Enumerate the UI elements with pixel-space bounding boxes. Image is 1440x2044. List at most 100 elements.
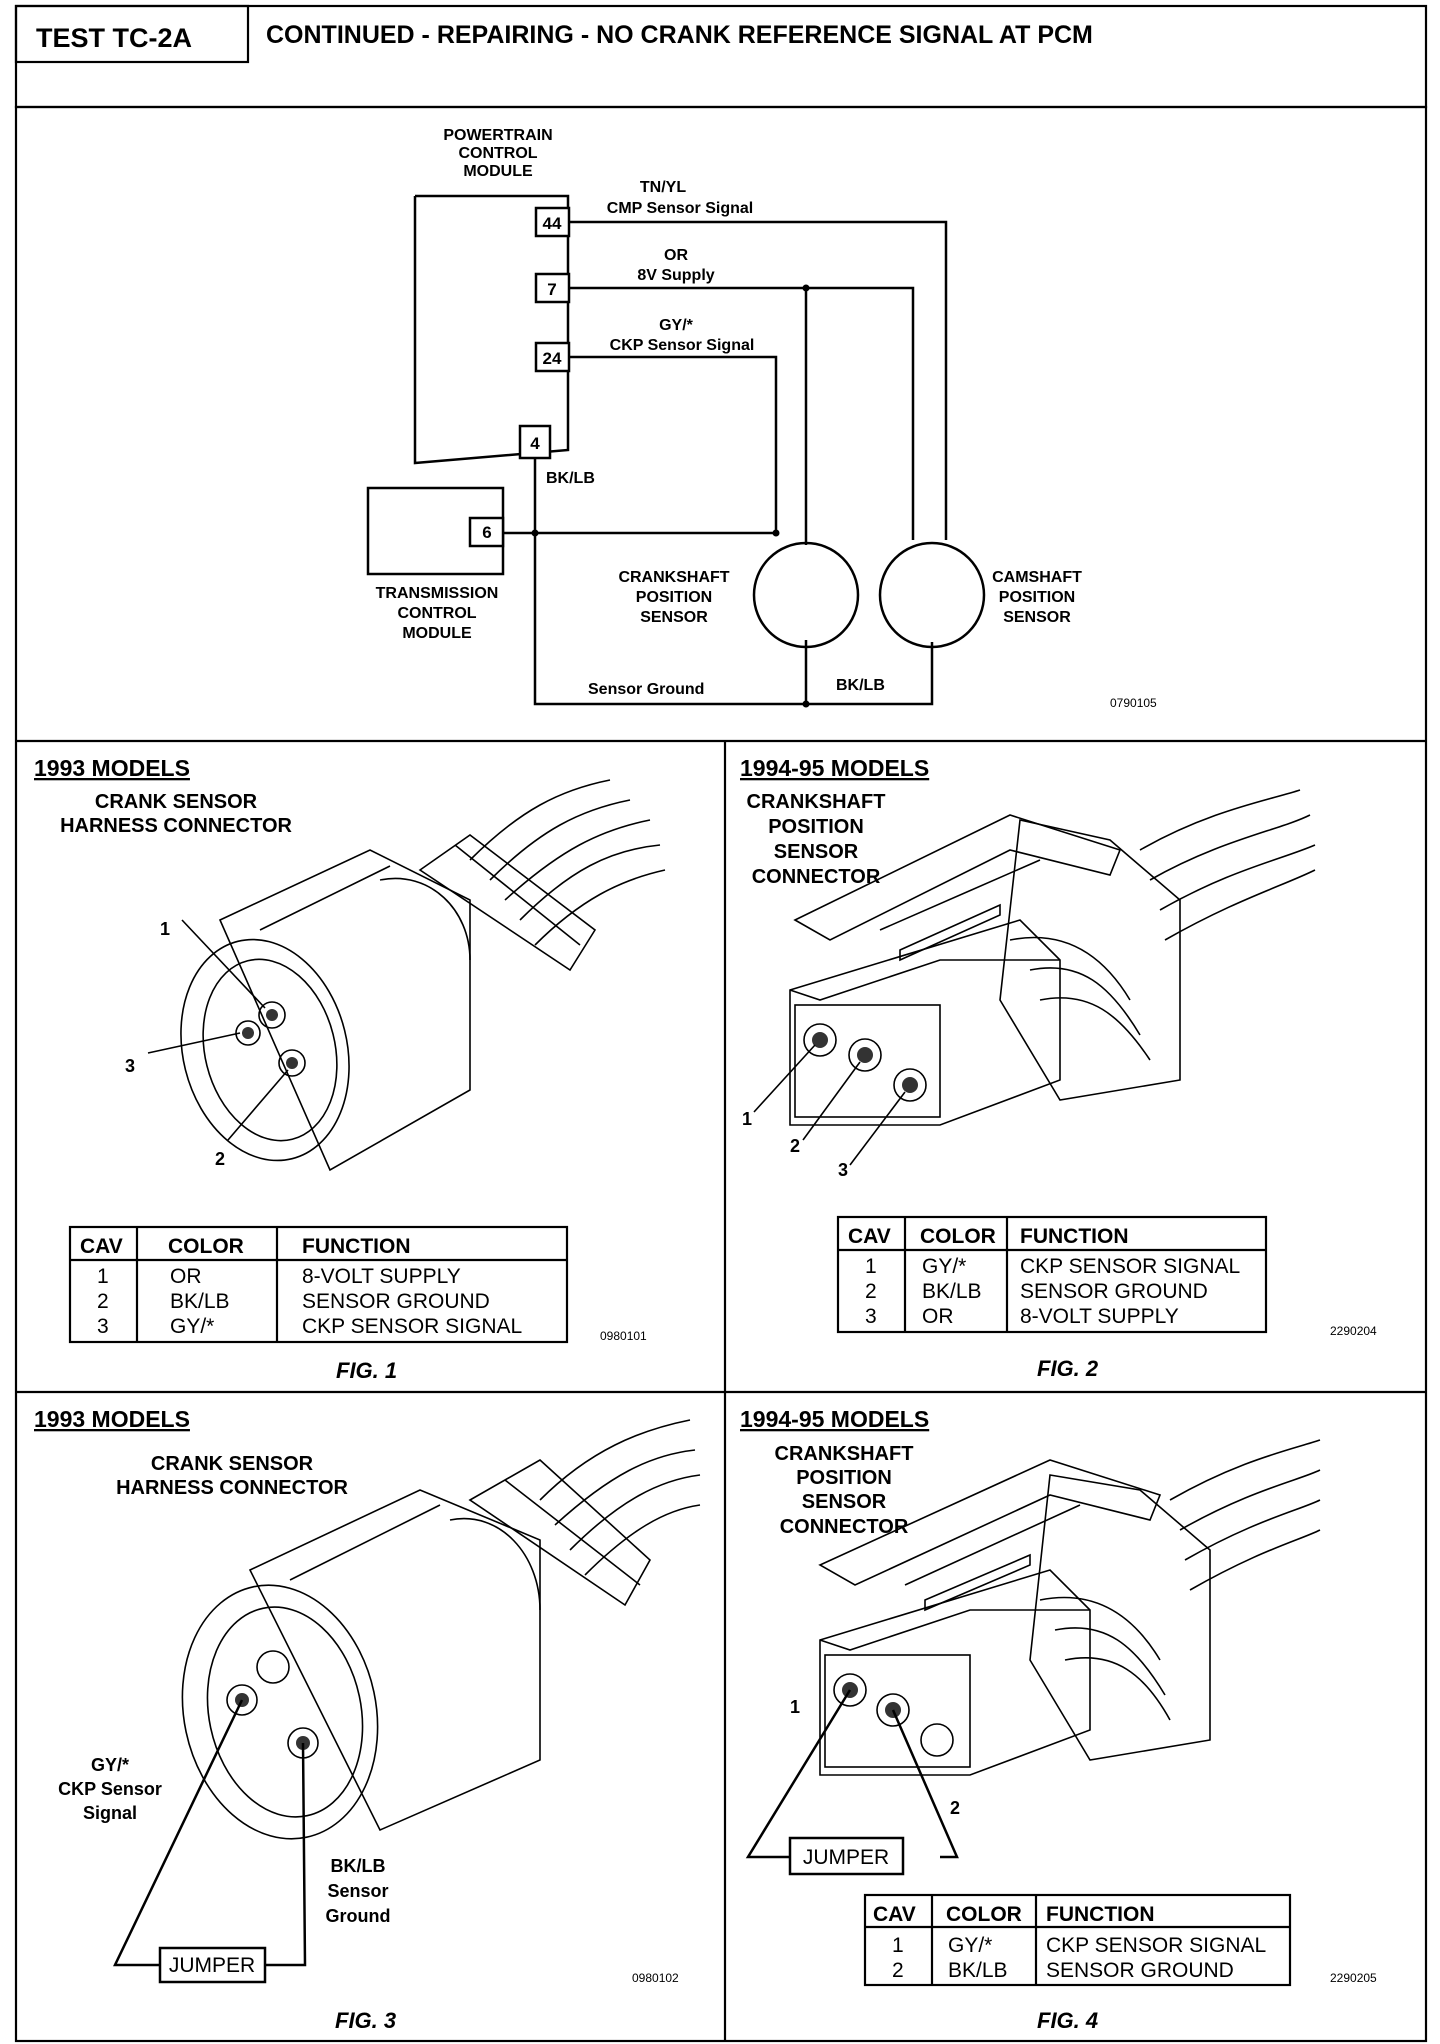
fig2-r1-function: CKP SENSOR SIGNAL bbox=[1020, 1255, 1240, 1278]
pcm-label-3: MODULE bbox=[463, 163, 533, 180]
figure-3: 1993 MODELS CRANK SENSOR HARNESS CONNECT… bbox=[34, 1406, 701, 2033]
fig3-right-label-1: BK/LB bbox=[331, 1856, 386, 1876]
page-title: CONTINUED - REPAIRING - NO CRANK REFEREN… bbox=[266, 21, 1093, 49]
fig1-r3-color: GY/* bbox=[170, 1315, 214, 1338]
tcm-label-3: MODULE bbox=[402, 625, 472, 642]
fig2-caption: FIG. 2 bbox=[1037, 1356, 1099, 1381]
figure-2: 1994-95 MODELS CRANKSHAFT POSITION SENSO… bbox=[740, 755, 1377, 1381]
fig2-subtitle-4: CONNECTOR bbox=[752, 866, 881, 888]
fig2-pin-3: 3 bbox=[838, 1160, 848, 1180]
pin-44: 44 bbox=[543, 214, 562, 233]
fig4-subtitle-3: SENSOR bbox=[802, 1491, 887, 1513]
fig4-jumper-label: JUMPER bbox=[803, 1846, 889, 1869]
fig4-subtitle-4: CONNECTOR bbox=[780, 1516, 909, 1538]
fig1-subtitle-1: CRANK SENSOR bbox=[95, 791, 258, 813]
fig3-model: 1993 MODELS bbox=[34, 1406, 190, 1432]
cmp-wire-name: CMP Sensor Signal bbox=[607, 200, 753, 217]
ckp-label-3: SENSOR bbox=[640, 609, 708, 626]
figure-1: 1993 MODELS CRANK SENSOR HARNESS CONNECT… bbox=[34, 755, 666, 1383]
page-header: TEST TC-2A CONTINUED - REPAIRING - NO CR… bbox=[14, 4, 1428, 109]
fig1-table: CAV COLOR FUNCTION 1 OR 8-VOLT SUPPLY 2 … bbox=[68, 1225, 569, 1344]
content-frame bbox=[14, 105, 1428, 2043]
fig2-r1-cav: 1 bbox=[865, 1255, 877, 1278]
pin-7: 7 bbox=[547, 280, 556, 299]
fig4-subtitle-2: POSITION bbox=[796, 1467, 892, 1489]
cmp-label-1: CAMSHAFT bbox=[992, 569, 1082, 586]
ckp-junction bbox=[772, 529, 780, 537]
fig4-r2-function: SENSOR GROUND bbox=[1046, 1959, 1234, 1982]
fig3-jumper-wire-right bbox=[265, 1742, 307, 1967]
pcm-label-1: POWERTRAIN bbox=[443, 127, 552, 144]
wiring-schematic: POWERTRAIN CONTROL MODULE 44 7 24 4 TN/Y… bbox=[366, 127, 1157, 710]
cmp-label-2: POSITION bbox=[999, 589, 1075, 606]
fig4-connector-drawing bbox=[818, 1439, 1321, 1776]
fig3-subtitle-2: HARNESS CONNECTOR bbox=[116, 1477, 348, 1499]
fig1-caption: FIG. 1 bbox=[336, 1358, 397, 1383]
fig2-pin-2: 2 bbox=[790, 1136, 800, 1156]
fig2-subtitle-2: POSITION bbox=[768, 816, 864, 838]
pcm-label-2: CONTROL bbox=[458, 145, 537, 162]
fig1-subtitle-2: HARNESS CONNECTOR bbox=[60, 815, 292, 837]
pin-6-box bbox=[468, 516, 505, 548]
fig4-th-cav: CAV bbox=[873, 1903, 916, 1926]
fig3-jumper: JUMPER bbox=[113, 1699, 307, 1984]
cmp-wire-color: TN/YL bbox=[640, 179, 686, 196]
fig4-th-function: FUNCTION bbox=[1046, 1903, 1155, 1926]
fig2-pin-1: 1 bbox=[742, 1109, 752, 1129]
sensor-ground-label: Sensor Ground bbox=[588, 681, 704, 698]
fig4-r1-function: CKP SENSOR SIGNAL bbox=[1046, 1934, 1266, 1957]
fig4-jumper-wire-right bbox=[891, 1709, 959, 1859]
fig3-jumper-label: JUMPER bbox=[169, 1954, 255, 1977]
fig1-r2-function: SENSOR GROUND bbox=[302, 1290, 490, 1313]
supply-wire-color: OR bbox=[664, 247, 688, 264]
test-id-box bbox=[14, 4, 250, 64]
fig4-th-color: COLOR bbox=[946, 1903, 1022, 1926]
crankshaft-sensor-circle bbox=[752, 541, 860, 649]
fig3-code: 0980102 bbox=[632, 1971, 679, 1985]
fig2-model: 1994-95 MODELS bbox=[740, 755, 929, 781]
tcm-label-1: TRANSMISSION bbox=[376, 585, 499, 602]
pin-4-box bbox=[518, 424, 552, 460]
camshaft-sensor-circle bbox=[878, 541, 986, 649]
fig1-th-color: COLOR bbox=[168, 1235, 244, 1258]
fig1-r1-cav: 1 bbox=[97, 1265, 109, 1288]
fig2-r1-color: GY/* bbox=[922, 1255, 966, 1278]
supply-wire-name: 8V Supply bbox=[637, 267, 714, 284]
fig3-left-label-2: CKP Sensor bbox=[58, 1779, 162, 1799]
ground-wire-color-bottom: BK/LB bbox=[836, 677, 885, 694]
fig3-subtitle-1: CRANK SENSOR bbox=[151, 1453, 314, 1475]
pin-6: 6 bbox=[482, 523, 491, 542]
fig3-jumper-box bbox=[158, 1946, 267, 1984]
figure-4: 1994-95 MODELS CRANKSHAFT POSITION SENSO… bbox=[740, 1406, 1377, 2033]
pcm-box bbox=[413, 194, 570, 465]
fig1-pin-3: 3 bbox=[125, 1056, 135, 1076]
fig2-r3-color: OR bbox=[922, 1305, 954, 1328]
fig1-r1-color: OR bbox=[170, 1265, 202, 1288]
fig4-jumper: JUMPER bbox=[745, 1689, 959, 1876]
fig1-r3-cav: 3 bbox=[97, 1315, 109, 1338]
fig4-table: CAV COLOR FUNCTION 1 GY/* CKP SENSOR SIG… bbox=[863, 1893, 1292, 1987]
fig2-r2-function: SENSOR GROUND bbox=[1020, 1280, 1208, 1303]
ckp-signal-wire bbox=[569, 355, 778, 532]
fig1-model: 1993 MODELS bbox=[34, 755, 190, 781]
fig1-code: 0980101 bbox=[600, 1329, 647, 1343]
fig3-left-label-1: GY/* bbox=[91, 1755, 129, 1775]
fig4-r2-color: BK/LB bbox=[948, 1959, 1008, 1982]
schematic-code: 0790105 bbox=[1110, 696, 1157, 710]
fig4-code: 2290205 bbox=[1330, 1971, 1377, 1985]
fig3-right-label-3: Ground bbox=[326, 1906, 391, 1926]
test-id: TEST TC-2A bbox=[36, 23, 192, 53]
pin-4: 4 bbox=[530, 434, 540, 453]
ckp-label-2: POSITION bbox=[636, 589, 712, 606]
ckp-label-1: CRANKSHAFT bbox=[618, 569, 729, 586]
fig4-caption: FIG. 4 bbox=[1037, 2008, 1098, 2033]
fig2-subtitle-1: CRANKSHAFT bbox=[747, 791, 886, 813]
fig2-subtitle-3: SENSOR bbox=[774, 841, 859, 863]
fig3-caption: FIG. 3 bbox=[335, 2008, 396, 2033]
fig2-th-color: COLOR bbox=[920, 1225, 996, 1248]
fig4-subtitle-1: CRANKSHAFT bbox=[775, 1443, 914, 1465]
cmp-label-3: SENSOR bbox=[1003, 609, 1071, 626]
fig1-th-cav: CAV bbox=[80, 1235, 123, 1258]
cmp-signal-wire bbox=[569, 220, 948, 540]
